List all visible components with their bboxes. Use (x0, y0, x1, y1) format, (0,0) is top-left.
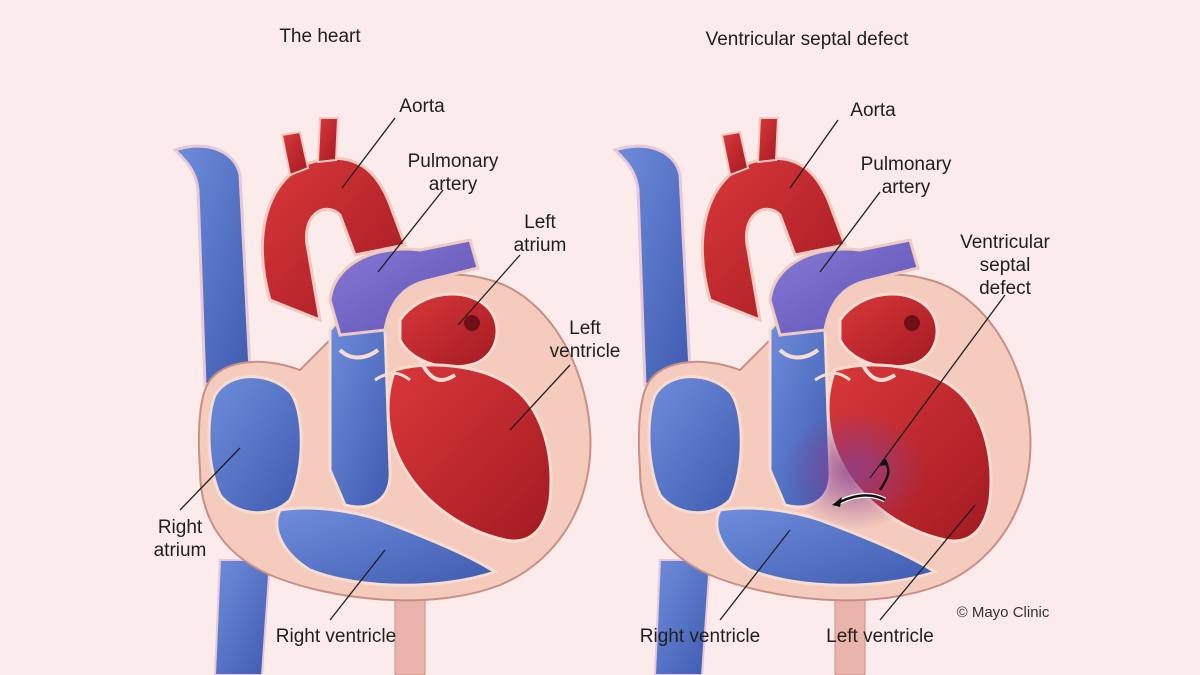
normal-heart-illustration (173, 116, 593, 675)
label-vsd-line3: defect (979, 278, 1031, 299)
label-aorta-left: Aorta (399, 96, 445, 117)
right-panel-title: Ventricular septal defect (706, 29, 910, 50)
label-pulmonary-artery-left-line2: artery (429, 174, 478, 195)
vsd-heart-illustration (613, 116, 1033, 675)
label-right-atrium-line2: atrium (154, 540, 207, 561)
left-panel-title: The heart (279, 26, 361, 47)
label-left-atrium-line1: Left (524, 212, 556, 233)
label-left-atrium-line2: atrium (514, 235, 567, 256)
label-vsd-line2: septal (980, 255, 1031, 276)
copyright-text: © Mayo Clinic (957, 604, 1050, 621)
label-vsd-line1: Ventricular (960, 232, 1050, 253)
label-pulmonary-artery-left-line1: Pulmonary (408, 151, 499, 172)
label-left-ventricle-line2: ventricle (550, 341, 621, 362)
label-pulmonary-artery-right-line2: artery (882, 177, 931, 198)
label-aorta-right: Aorta (850, 100, 896, 121)
label-left-ventricle-line1: Left (569, 318, 601, 339)
label-pulmonary-artery-right-line1: Pulmonary (861, 154, 952, 175)
label-left-ventricle-right: Left ventricle (826, 626, 934, 647)
right-leader-lines (719, 119, 1006, 621)
label-right-ventricle-right: Right ventricle (640, 626, 760, 647)
label-right-atrium-line1: Right (158, 517, 203, 538)
label-right-ventricle-left: Right ventricle (276, 626, 396, 647)
left-leader-lines (179, 117, 571, 621)
